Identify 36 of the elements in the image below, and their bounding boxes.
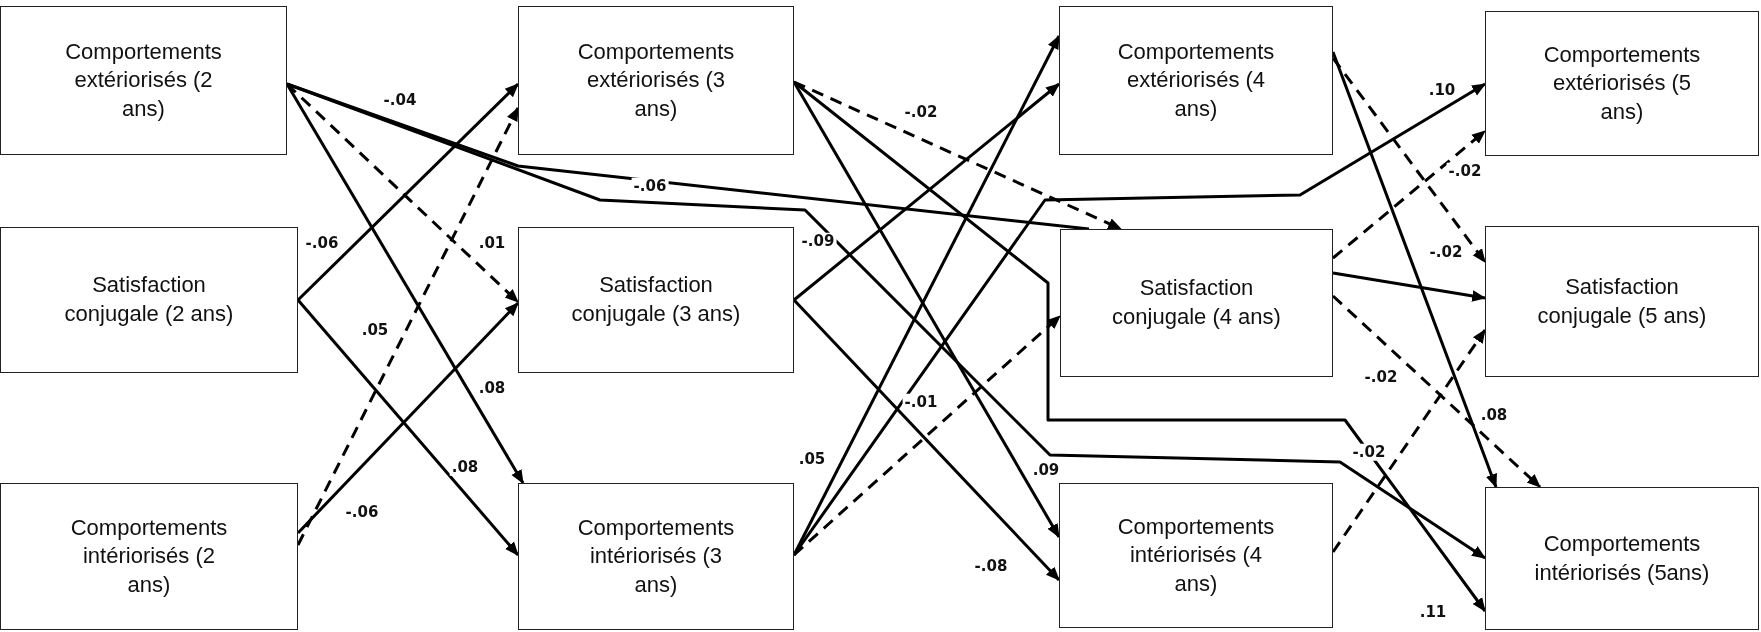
variable-label: Satisfaction conjugale (4 ans) xyxy=(1111,274,1282,331)
variable-box xyxy=(518,227,794,373)
path-arrow xyxy=(286,82,1486,560)
variable-label: Comportements extériorisés (4 ans) xyxy=(1116,37,1276,123)
path-arrow xyxy=(793,82,1060,302)
path-arrow xyxy=(1332,294,1541,489)
path-arrow xyxy=(296,106,520,546)
variable-box xyxy=(0,483,298,630)
variable-box xyxy=(1059,483,1333,628)
path-arrow xyxy=(793,80,1123,231)
variable-label: Satisfaction conjugale (5 ans) xyxy=(1536,272,1708,330)
variable-label: Comportements extériorisés (5 ans) xyxy=(1542,40,1702,126)
path-arrow xyxy=(1331,57,1487,263)
variable-box xyxy=(0,227,298,373)
variable-label: Comportements intériorisés (5ans) xyxy=(1534,529,1710,587)
variable-box xyxy=(518,483,794,630)
variable-label: Comportements intériorisés (2 ans) xyxy=(69,513,229,599)
variable-label: Satisfaction conjugale (2 ans) xyxy=(63,271,235,328)
path-arrow xyxy=(1331,51,1498,489)
variable-label: Comportements extériorisés (3 ans) xyxy=(576,37,736,123)
variable-box xyxy=(1485,226,1759,377)
variable-box xyxy=(518,6,794,155)
path-coefficient: .08 xyxy=(449,458,481,476)
path-arrow xyxy=(1332,271,1487,302)
variable-box xyxy=(1059,6,1333,155)
path-arrow xyxy=(1332,129,1486,260)
path-arrow xyxy=(1331,329,1487,553)
variable-label: Comportements extériorisés (2 ans) xyxy=(64,37,223,123)
variable-box xyxy=(0,6,287,155)
variable-label: Satisfaction conjugale (3 ans) xyxy=(570,271,742,328)
variable-box xyxy=(1485,11,1759,156)
path-coefficient: -.02 xyxy=(1350,443,1388,461)
variable-box xyxy=(1485,487,1759,630)
variable-label: Comportements intériorisés (3 ans) xyxy=(576,513,736,599)
variable-box xyxy=(1060,229,1333,377)
variable-label: Comportements intériorisés (4 ans) xyxy=(1116,512,1276,598)
